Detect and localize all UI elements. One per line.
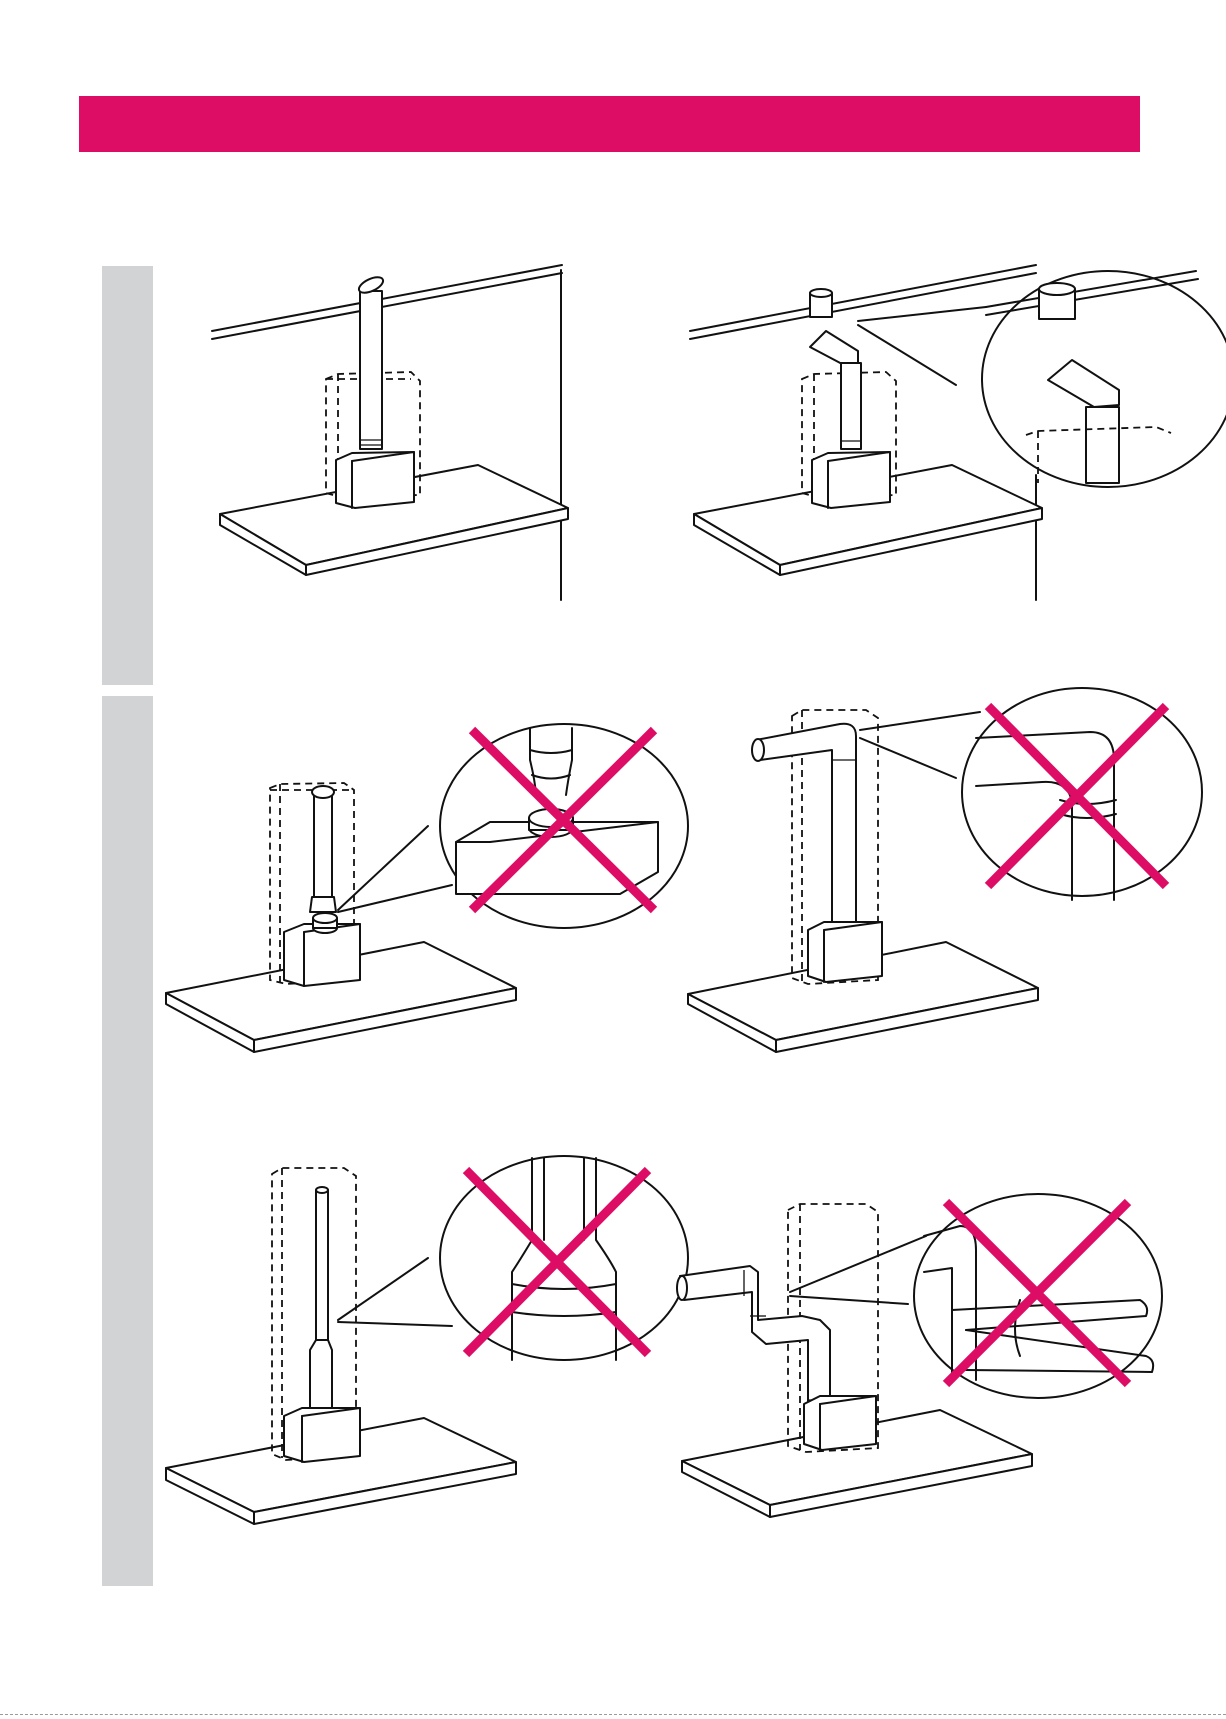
hood-box bbox=[808, 922, 882, 982]
header-bar bbox=[79, 96, 1140, 152]
duct-pipe bbox=[314, 792, 332, 897]
hood-box bbox=[336, 452, 414, 508]
figure-duct-gap-crossed bbox=[160, 700, 690, 1060]
duct-pipe bbox=[360, 291, 382, 449]
side-tab-section-2 bbox=[102, 696, 153, 1586]
figure-duct-constricted-crossed bbox=[160, 1150, 690, 1540]
figure-duct-multiple-bends-crossed bbox=[670, 1180, 1210, 1540]
hood-box bbox=[812, 452, 890, 508]
hood-box bbox=[804, 1396, 876, 1450]
hood-box bbox=[284, 1408, 360, 1462]
figure-duct-straight bbox=[200, 255, 580, 605]
page-bottom-rule bbox=[0, 1714, 1226, 1715]
figure-duct-bend-detail bbox=[686, 255, 1206, 605]
figure-duct-sharp-bend-crossed bbox=[680, 690, 1210, 1060]
side-tab-section-1 bbox=[102, 266, 153, 685]
